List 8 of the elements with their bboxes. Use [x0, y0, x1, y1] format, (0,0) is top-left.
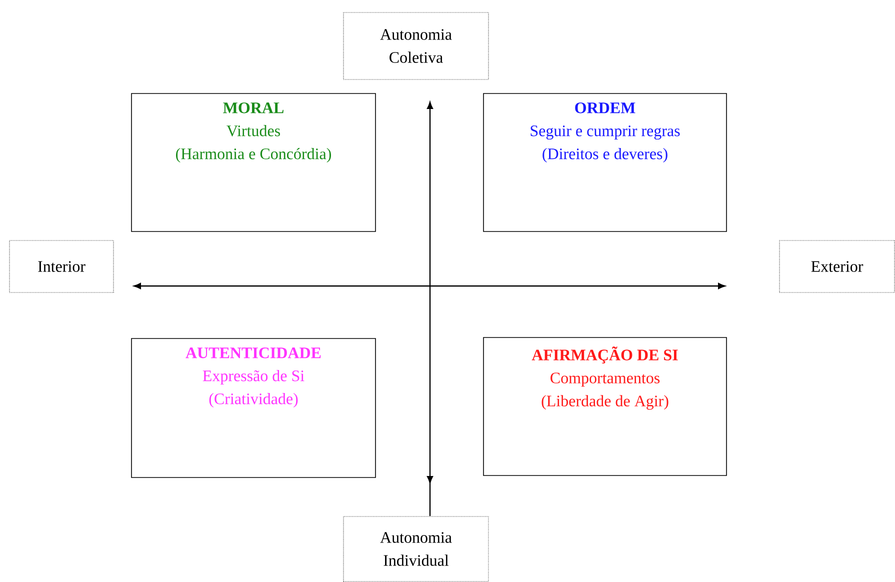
axis-label-box: Autonomia Coletiva: [343, 12, 489, 80]
quadrant-box: MORAL Virtudes (Harmonia e Concórdia): [131, 93, 376, 232]
axis-label-box: Exterior: [779, 240, 895, 293]
quadrant-box: AUTENTICIDADE Expressão de Si (Criatividade): [131, 338, 376, 478]
quadrant-box: AFIRMAÇÃO DE SI Comportamentos (Liberdade de Agir): [483, 337, 727, 476]
axis-label-box: Interior: [9, 240, 114, 293]
axis-label-box: Autonomia Individual: [343, 516, 489, 582]
quadrant-box: ORDEM Seguir e cumprir regras (Direitos e deveres): [483, 93, 727, 232]
